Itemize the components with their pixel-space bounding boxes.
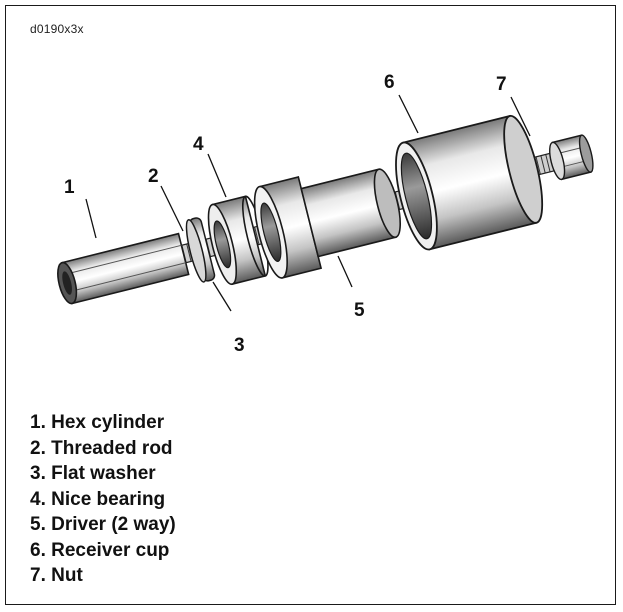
figure-frame [5,5,616,605]
leader-line-6 [398,94,419,134]
legend-item: 4. Nice bearing [30,488,166,510]
hex-cylinder [57,232,190,305]
callout-1: 1 [64,177,75,198]
legend-item: 1. Hex cylinder [30,412,165,433]
callout-4: 4 [193,134,204,155]
legend-item: 6. Receiver cup [30,539,170,561]
legend-item: 7. Nut [30,565,83,586]
leader-line-3 [212,281,232,312]
callout-2: 2 [148,166,159,187]
leader-line-5 [337,255,353,288]
callout-3: 3 [234,335,245,356]
leader-line-7 [510,96,531,137]
legend-item: 5. Driver (2 way) [30,514,176,535]
figure-id: d0190x3x [30,22,84,36]
legend-item: 2. Threaded rod [30,437,173,459]
leader-line-4 [207,153,227,198]
callout-5: 5 [354,300,365,321]
driver [253,168,402,279]
parts-legend: 1. Hex cylinder 2. Threaded rod 3. Flat … [30,410,176,589]
callout-6: 6 [384,72,395,93]
flat-washer [185,217,216,283]
receiver-cup [395,114,544,251]
nut [549,134,594,181]
leader-line-1 [85,198,97,239]
legend-item: 3. Flat washer [30,463,156,484]
callout-7: 7 [496,74,507,95]
leader-line-2 [160,185,184,232]
